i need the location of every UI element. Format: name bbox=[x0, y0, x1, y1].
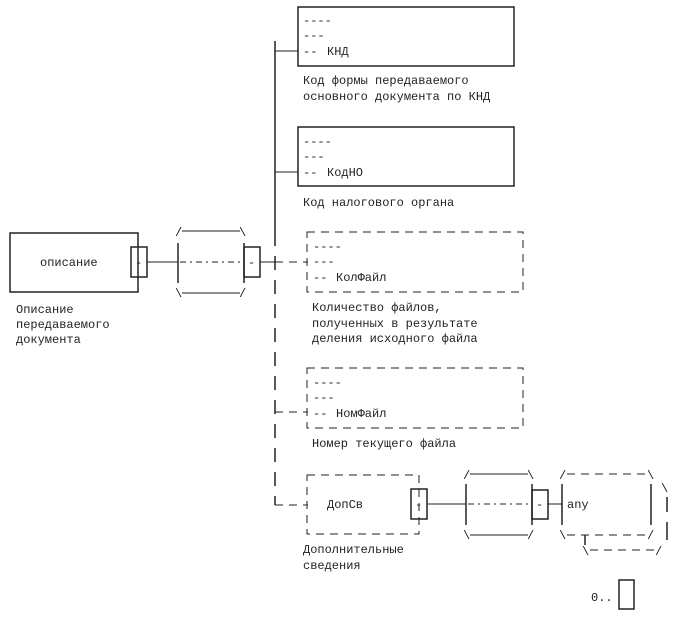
root-description-line-2: передаваемого bbox=[16, 318, 110, 332]
svg-text:/: / bbox=[527, 529, 534, 543]
svg-text:--: -- bbox=[313, 407, 327, 421]
svg-text:---: --- bbox=[303, 150, 325, 164]
any-wildcard[interactable]: / \ \ / any \ / \ bbox=[559, 469, 668, 559]
svg-text:\: \ bbox=[463, 529, 470, 543]
svg-text:--: -- bbox=[303, 45, 317, 59]
cardinality-box bbox=[618, 579, 635, 610]
svg-text:\: \ bbox=[661, 482, 668, 496]
svg-text:\: \ bbox=[582, 545, 589, 559]
svg-text:\: \ bbox=[647, 469, 654, 483]
svg-text:-: - bbox=[135, 256, 142, 270]
root-expand-toggle[interactable]: - bbox=[130, 246, 148, 278]
element-nomfail-name: НомФайл bbox=[336, 407, 386, 421]
svg-text:/: / bbox=[175, 226, 182, 240]
element-kolfail-description-1: Количество файлов, bbox=[312, 301, 442, 315]
svg-text:----: ---- bbox=[313, 240, 342, 254]
svg-text:\: \ bbox=[239, 226, 246, 240]
svg-text:/: / bbox=[559, 469, 566, 483]
any-label: any bbox=[567, 498, 589, 512]
element-kolfail[interactable]: ---- --- -- КолФайл bbox=[306, 231, 524, 293]
element-knd-name: КНД bbox=[327, 45, 349, 59]
root-description-line-3: документа bbox=[16, 333, 81, 347]
element-nomfail[interactable]: ---- --- -- НомФайл bbox=[306, 367, 524, 429]
svg-text:\: \ bbox=[559, 529, 566, 543]
element-dopsv-name: ДопСв bbox=[327, 498, 363, 512]
svg-text:---: --- bbox=[313, 255, 335, 269]
element-kodno[interactable]: ---- --- -- КодНО bbox=[297, 126, 515, 187]
sequence-compositor[interactable]: / \ \ / bbox=[175, 226, 246, 301]
svg-text:/: / bbox=[647, 529, 654, 543]
svg-text:----: ---- bbox=[303, 14, 332, 28]
element-kolfail-name: КолФайл bbox=[336, 271, 386, 285]
element-kodno-description: Код налогового органа bbox=[303, 196, 454, 210]
svg-text:-: - bbox=[248, 256, 255, 270]
svg-text:--: -- bbox=[303, 166, 317, 180]
element-dopsv[interactable]: ДопСв bbox=[306, 474, 420, 535]
svg-text:---: --- bbox=[303, 29, 325, 43]
svg-text:-: - bbox=[415, 498, 422, 512]
dopsv-sequence-expand-toggle[interactable]: - bbox=[531, 489, 549, 520]
svg-text:----: ---- bbox=[303, 135, 332, 149]
element-knd-description-1: Код формы передаваемого bbox=[303, 74, 469, 88]
svg-text:--: -- bbox=[313, 271, 327, 285]
svg-text:-: - bbox=[536, 498, 543, 512]
element-kolfail-description-2: полученных в результате bbox=[312, 317, 478, 331]
root-element[interactable]: описание bbox=[9, 232, 139, 293]
element-knd[interactable]: ---- --- -- КНД bbox=[297, 6, 515, 67]
svg-text:---: --- bbox=[313, 391, 335, 405]
sequence-expand-toggle[interactable]: - bbox=[243, 246, 261, 278]
svg-text:\: \ bbox=[175, 287, 182, 301]
svg-text:/: / bbox=[655, 545, 662, 559]
dopsv-sequence-compositor[interactable]: / \ \ / bbox=[463, 469, 534, 543]
svg-text:/: / bbox=[239, 287, 246, 301]
element-dopsv-description-2: сведения bbox=[303, 559, 361, 573]
svg-text:/: / bbox=[463, 469, 470, 483]
element-dopsv-description-1: Дополнительные bbox=[303, 543, 404, 557]
element-nomfail-description: Номер текущего файла bbox=[312, 437, 456, 451]
element-kolfail-description-3: деления исходного файла bbox=[312, 332, 478, 346]
element-kodno-name: КодНО bbox=[327, 166, 363, 180]
root-element-name: описание bbox=[40, 256, 98, 270]
root-description-line-1: Описание bbox=[16, 303, 74, 317]
element-knd-description-2: основного документа по КНД bbox=[303, 90, 491, 104]
any-cardinality: 0.. bbox=[591, 591, 613, 605]
svg-text:\: \ bbox=[527, 469, 534, 483]
svg-text:----: ---- bbox=[313, 376, 342, 390]
